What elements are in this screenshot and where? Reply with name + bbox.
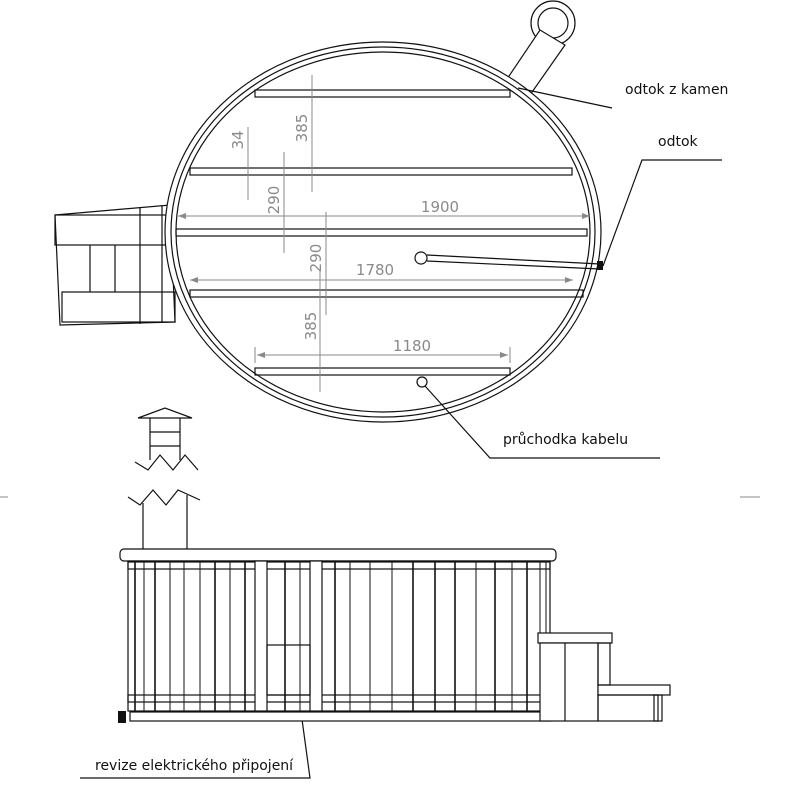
dimension-290-lower: 290 bbox=[307, 244, 325, 273]
dimension-1180: 1180 bbox=[393, 337, 431, 355]
dimension-1900: 1900 bbox=[421, 198, 459, 216]
side-view bbox=[118, 548, 671, 723]
slat bbox=[175, 228, 588, 237]
slat bbox=[189, 289, 584, 298]
tub-outline bbox=[164, 41, 602, 423]
slat bbox=[254, 89, 511, 98]
dimension-lines bbox=[178, 75, 590, 392]
drain-pipe bbox=[414, 251, 603, 270]
label-stove-drain: odtok z kamen bbox=[625, 82, 728, 98]
dimension-1780: 1780 bbox=[356, 261, 394, 279]
bench-slats bbox=[175, 89, 588, 376]
slat bbox=[254, 367, 511, 376]
view-arrow bbox=[134, 407, 199, 471]
dimension-290-upper: 290 bbox=[265, 186, 283, 215]
dimension-385-top: 385 bbox=[293, 114, 311, 143]
dimension-385-bottom: 385 bbox=[302, 312, 320, 341]
slat bbox=[189, 167, 573, 176]
cable-grommet bbox=[416, 376, 428, 388]
chimney-side-view bbox=[127, 489, 201, 549]
steps-top-view bbox=[54, 204, 176, 326]
label-drain: odtok bbox=[658, 134, 699, 150]
dimension-34: 34 bbox=[229, 130, 247, 149]
label-cable-grommet: průchodka kabelu bbox=[503, 432, 628, 448]
label-electrical-access: revize elektrického připojení bbox=[95, 758, 294, 774]
